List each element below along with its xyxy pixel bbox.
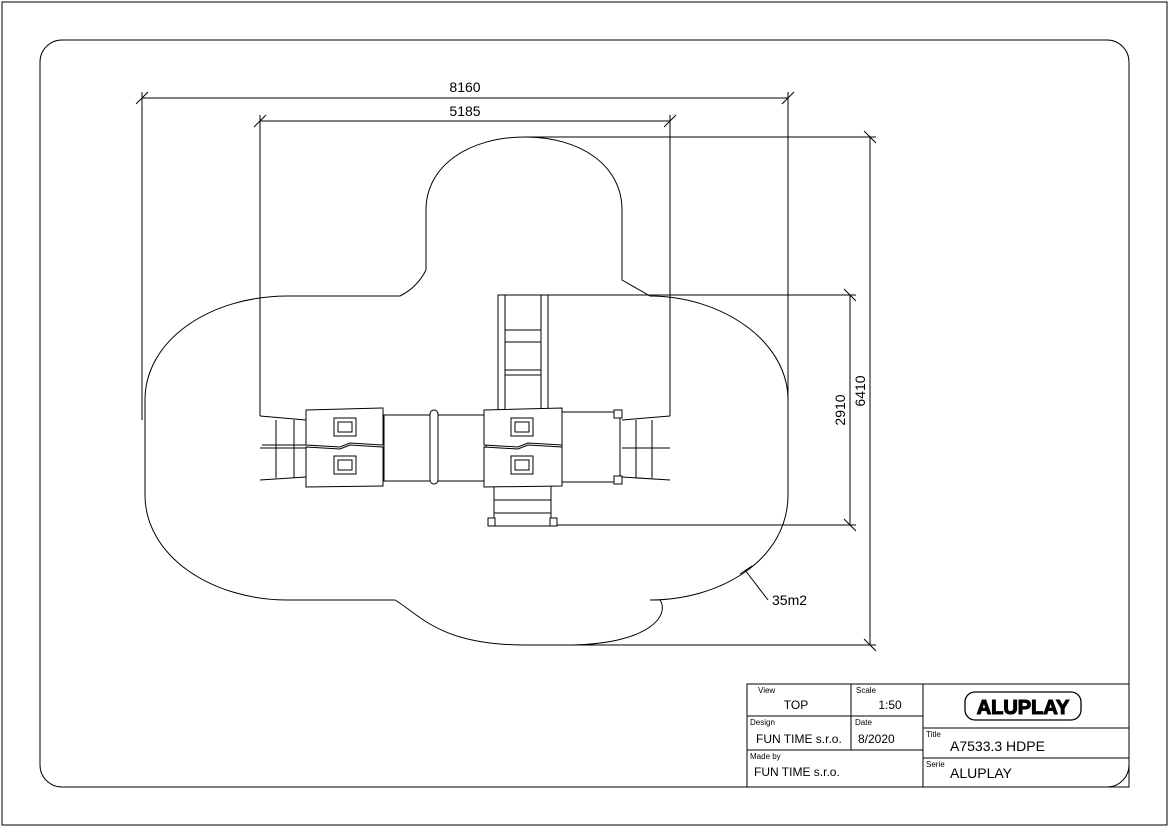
view-value: TOP [784,698,808,712]
aluplay-logo: ALUPLAY [964,691,1082,721]
scale-label: Scale [856,686,877,695]
right-ladder [621,415,671,481]
left-ladder [259,415,307,481]
safety-area-leader [739,565,769,601]
dimension-overall-height-label: 6410 [852,375,868,406]
date-value: 8/2020 [858,732,895,746]
sheet-inner-frame [39,39,1130,788]
bottom-steps [493,485,552,527]
top-slide [497,294,549,411]
design-label: Design [750,718,775,727]
right-platform [561,411,621,483]
aluplay-logo-text: ALUPLAY [977,697,1070,719]
dimension-overall-width [135,91,795,420]
title-block [746,683,1130,788]
play-structure [259,294,671,527]
safety-area-outline [144,136,789,646]
dimension-structure-width-label: 5185 [449,103,480,119]
safety-area-label: 35m2 [772,592,807,608]
dimension-structure-height-label: 2910 [832,394,848,425]
view-label: View [758,686,775,695]
tower-windows [333,417,534,475]
title-value: A7533.3 HDPE [950,738,1045,754]
scale-value: 1:50 [878,698,902,712]
dimension-overall-height [525,130,877,652]
serie-label: Serie [926,760,945,769]
design-value: FUN TIME s.r.o. [756,732,842,746]
dimension-overall-width-label: 8160 [449,79,480,95]
dimension-structure-width [253,114,677,416]
made-by-label: Made by [750,752,781,761]
title-label: Title [926,730,941,739]
made-by-value: FUN TIME s.r.o. [754,765,840,779]
date-label: Date [855,718,872,727]
serie-value: ALUPLAY [950,765,1013,781]
